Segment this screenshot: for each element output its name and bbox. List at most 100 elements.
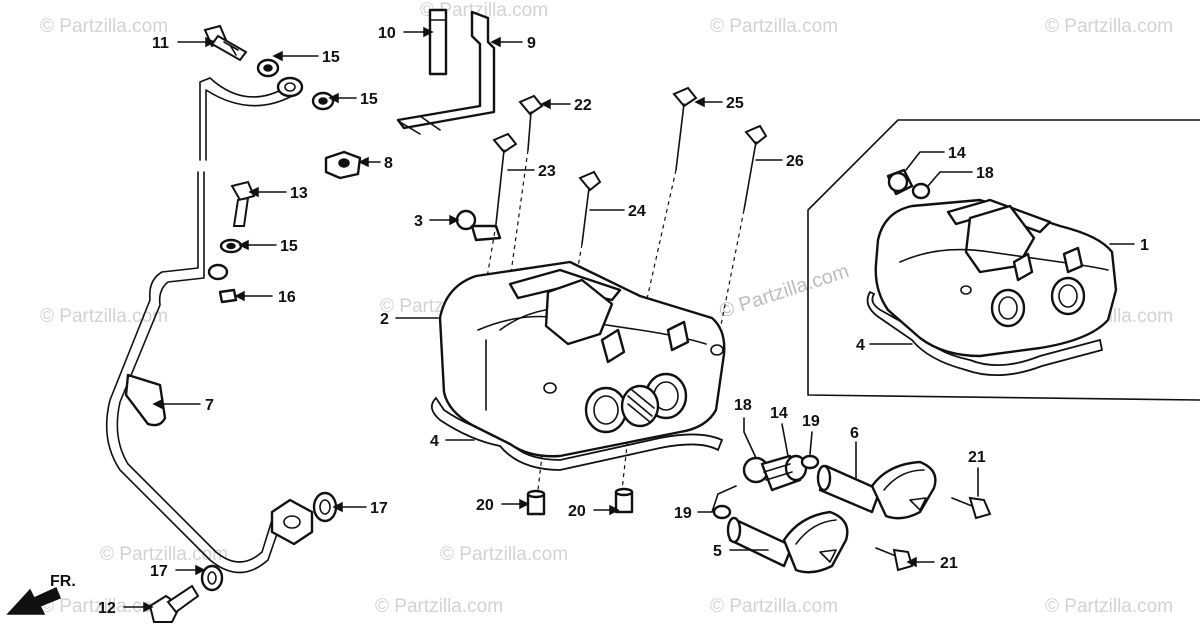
bolt-24: [578, 170, 602, 245]
watermark: © Partzilla.com: [40, 596, 168, 617]
washer-15-upper-hole: [263, 64, 273, 72]
bolt-21-lower: [875, 547, 914, 572]
callout-1: 1: [1140, 237, 1149, 254]
cover-boss: [544, 278, 614, 346]
inset-oring-18: [911, 182, 931, 200]
callout-8: 8: [384, 155, 393, 172]
callouts: 11 15 15 13 15 16 7 17 17 12: [98, 25, 1149, 617]
callout-21-upper: 21: [968, 449, 986, 466]
washer-17-lower: [200, 564, 224, 592]
oil-pipe: [105, 77, 286, 574]
dowel-20-right-top: [614, 487, 634, 497]
lower-fitting-nut: [270, 498, 314, 546]
mount-tab: [600, 328, 626, 364]
watermark: © Partzilla.com: [375, 596, 503, 617]
callout-14-main: 14: [770, 405, 788, 422]
pipe-clamp: [124, 373, 167, 427]
bolt-26: [743, 124, 768, 211]
callout-3: 3: [414, 213, 423, 230]
mount-hole: [710, 344, 724, 356]
cylinder-head-cover-inset: [866, 198, 1118, 377]
upper-banjo-fitting: [276, 76, 304, 98]
oil-pipe-assembly: [105, 76, 314, 574]
inset-port-right-inner: [1058, 284, 1078, 308]
oring-19-lower: [712, 504, 732, 520]
oring-19-upper: [800, 454, 820, 470]
callout-20-right: 20: [568, 503, 586, 520]
bolt-13: [230, 180, 256, 227]
callout-18-inset: 18: [976, 165, 994, 182]
valve-cap-5: [726, 510, 849, 574]
callout-14-inset: 14: [948, 145, 966, 162]
callout-6: 6: [850, 425, 859, 442]
callout-15-upper: 15: [322, 49, 340, 66]
callout-19-lower: 19: [674, 505, 692, 522]
front-direction-arrow: FR.: [6, 573, 76, 615]
inset-mount-tab: [1012, 252, 1034, 282]
dowel-20-left-top: [526, 489, 546, 499]
callout-15-mid: 15: [360, 91, 378, 108]
watermark: © Partzilla.com: [710, 596, 838, 617]
callout-7: 7: [205, 397, 214, 414]
callout-16: 16: [278, 289, 296, 306]
callout-23: 23: [538, 163, 556, 180]
inset-mount-hole: [960, 285, 972, 295]
front-label: FR.: [50, 573, 76, 590]
callout-18-main: 18: [734, 397, 752, 414]
watermark: © Partzilla.com: [40, 306, 168, 327]
inset-cover-body: [874, 198, 1118, 358]
callout-26: 26: [786, 153, 804, 170]
washer-17-right-hole: [319, 499, 331, 515]
callout-5: 5: [713, 543, 722, 560]
callout-21-lower: 21: [940, 555, 958, 572]
inset-port-left: [990, 288, 1026, 328]
inset-frame: [807, 119, 1200, 401]
plug-cap-14: [760, 454, 808, 492]
mid-banjo-fitting: [207, 263, 229, 281]
callout-25: 25: [726, 95, 744, 112]
callout-12: 12: [98, 600, 116, 617]
inspection-port-left: [584, 386, 628, 434]
callout-15-lower: 15: [280, 238, 298, 255]
grommet-8-hole: [338, 158, 350, 168]
callout-17-lower: 17: [150, 563, 168, 580]
callout-13: 13: [290, 185, 308, 202]
watermark: © Partzilla.com: [1045, 16, 1173, 37]
bolt-25: [672, 86, 698, 171]
watermark: © Partzilla.com: [1045, 596, 1173, 617]
mount-hole: [543, 382, 557, 394]
washer-17-lower-hole: [207, 571, 217, 585]
callout-20-left: 20: [476, 497, 494, 514]
inspection-port-left-inner: [593, 395, 619, 425]
callout-19-upper: 19: [802, 413, 820, 430]
washer-15-lower-hole: [226, 242, 236, 250]
watermark: © Partzilla.com: [40, 16, 168, 37]
center-watermark: © Partzilla.com: [717, 260, 852, 323]
callout-24: 24: [628, 203, 646, 220]
lower-fitting-hole: [283, 515, 301, 529]
bolt-21-upper: [951, 496, 992, 520]
bolt-23: [492, 132, 518, 225]
callout-9: 9: [527, 35, 536, 52]
bolt-22: [518, 94, 544, 151]
callout-10: 10: [378, 25, 396, 42]
watermark: © Partzilla.com: [440, 544, 568, 565]
rubber-10: [428, 8, 448, 76]
callout-4-main: 4: [430, 433, 439, 450]
callout-17-right: 17: [370, 500, 388, 517]
bracket-9: [396, 10, 496, 135]
callout-4-inset: 4: [856, 337, 865, 354]
watermark: © Partzilla.com: [710, 16, 838, 37]
oil-pipe-inner: [116, 89, 293, 563]
callout-11: 11: [152, 35, 169, 52]
inset-plug-cap-14-face: [887, 171, 909, 193]
part-16: [218, 288, 238, 304]
callout-22: 22: [574, 97, 592, 114]
callout-2: 2: [380, 311, 389, 328]
inset-port-right: [1050, 276, 1086, 316]
inset-port-left-inner: [998, 296, 1018, 320]
mount-tab: [666, 320, 690, 352]
inset-mount-tab: [1062, 246, 1084, 274]
cylinder-head-cover-main: [430, 260, 726, 471]
